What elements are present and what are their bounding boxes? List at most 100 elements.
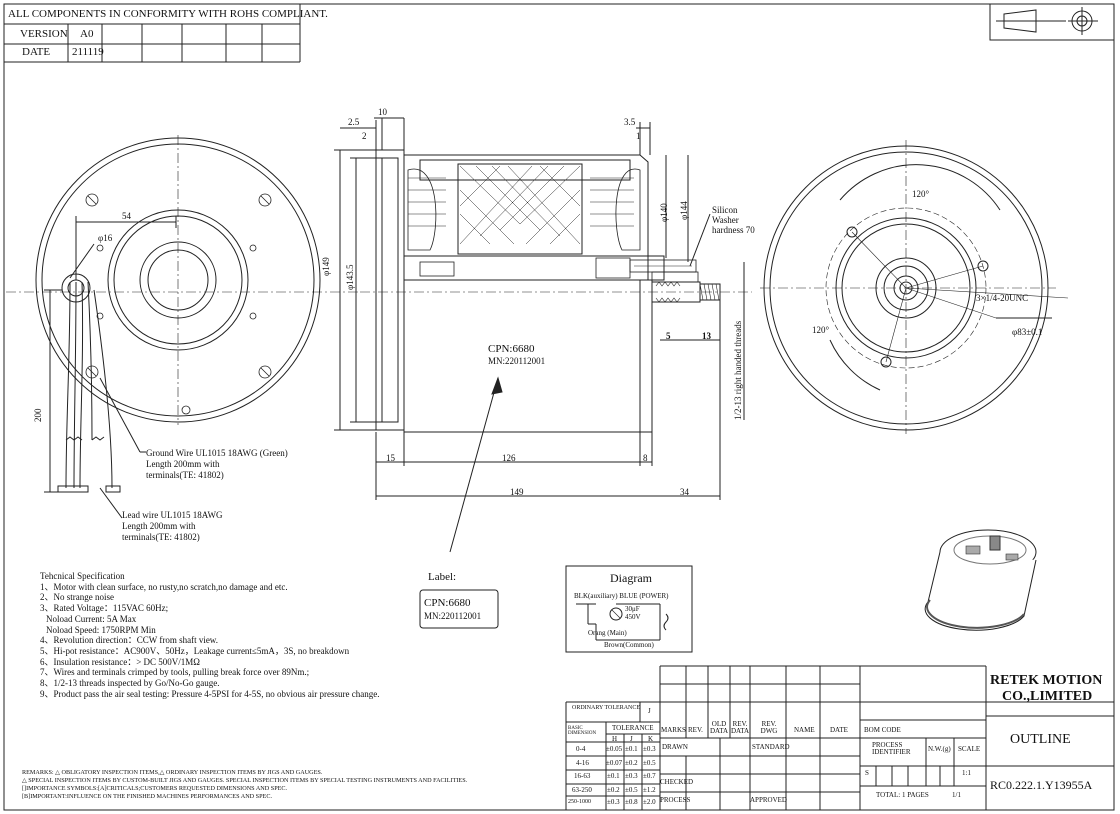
tb-rev-dwg: REV. DWG (760, 720, 778, 735)
label-box (419, 589, 499, 629)
dim-5: 5 (666, 331, 671, 341)
ground-wire-line1: Ground Wire UL1015 18AWG (Green) (146, 448, 288, 458)
dim-149: 149 (510, 487, 524, 497)
diagram-cap: 30μF (625, 605, 640, 613)
sheet-border (3, 3, 1115, 811)
tol-row-h: ±0.2 (607, 786, 620, 794)
tol-j: J (630, 735, 633, 743)
angle-left: 120° (812, 325, 830, 335)
spec-line: 9、Product pass the air seal testing: Pre… (40, 688, 380, 699)
dim-15: 15 (386, 453, 395, 463)
dim-10: 10 (378, 107, 387, 117)
dim-2-5: 2.5 (348, 117, 360, 127)
part-number: RC0.222.1.Y13955A (990, 778, 1093, 792)
tol-row-h: ±0.3 (607, 798, 620, 806)
tol-row-h: ±0.07 (606, 759, 623, 767)
tb-scale-label: SCALE (958, 745, 981, 753)
version-label: VERSION (20, 28, 68, 40)
tol-k: K (648, 735, 654, 743)
dim-1: 1 (636, 131, 641, 141)
dim-phi144: φ144 (679, 201, 689, 220)
spec-line: 7、Wires and terminals crimped by tools, … (40, 667, 310, 678)
remarks-line: △ SPECIAL INSPECTION ITEMS BY CUSTOM-BUI… (22, 777, 468, 784)
tb-standard: STANDARD (752, 743, 790, 751)
tb-page: 1/1 (952, 791, 961, 799)
tol-row-h: ±0.1 (607, 772, 620, 780)
lead-wire-line2: Length 200mm with (122, 521, 196, 531)
tol-row-k: ±0.5 (643, 759, 656, 767)
tb-bom-code: BOM CODE (864, 726, 901, 734)
dim-3-5: 3.5 (624, 117, 636, 127)
company-name-line1: RETEK MOTION (990, 673, 1103, 688)
dim-phi149: φ149 (321, 257, 331, 276)
tol-row-j: ±0.8 (625, 798, 638, 806)
thread-note: 1/2-13 right handed threads (733, 320, 743, 420)
tol-row-j: ±0.5 (625, 786, 638, 794)
basic-dimension: BASIC DIMENSION (568, 726, 597, 736)
left-end-view (6, 135, 360, 519)
tb-process: PROCESS (660, 796, 691, 804)
wiring-diagram (565, 565, 693, 653)
dim-phi140: φ140 (659, 203, 669, 222)
diagram-title: Diagram (610, 571, 652, 585)
spec-line: 1、Motor with clean surface, no rusty,no … (40, 581, 288, 592)
remarks-line: REMARKS: △ OBLIGATORY INSPECTION ITEMS,△… (22, 769, 323, 776)
title-block (565, 665, 1114, 810)
company-name-line2: CO.,LIMITED (1002, 689, 1093, 704)
cpn-on-body: CPN:6680 (488, 343, 535, 355)
dim-13: 13 (702, 331, 711, 341)
version-value: A0 (80, 28, 94, 40)
dim-phi143-5: φ143.5 (345, 264, 355, 290)
ground-wire-line3: terminals(TE: 41802) (146, 470, 224, 480)
side-section-view (334, 117, 752, 553)
tol-row-j: ±0.2 (625, 759, 638, 767)
tb-rev: REV. (688, 726, 703, 734)
silicon-line3: hardness 70 (712, 225, 755, 235)
spec-line: 6、Insulation resistance：> DC 500V/1MΩ (40, 656, 200, 667)
spec-line: 2、No strange noise (40, 592, 114, 603)
label-title: Label: (428, 571, 457, 583)
diagram-brown: Brown(Common) (604, 641, 654, 649)
lead-wire-line3: terminals(TE: 41802) (122, 532, 200, 542)
tb-marks: MARKS (661, 726, 686, 734)
spec-line: 8、1/2-13 threads inspected by Go/No-Go g… (40, 678, 220, 689)
date-value: 211119 (72, 46, 104, 58)
tol-row-j: ±0.1 (625, 745, 638, 753)
tb-drawn: DRAWN (662, 743, 688, 751)
diagram-orange: Orang (Main) (588, 629, 627, 637)
tb-old-data: OLD DATA (709, 720, 729, 735)
spec-line: Noload Speed: 1750RPM Min (46, 624, 156, 635)
tb-process-identifier: PROCESS IDENTIFIER (872, 741, 911, 756)
dim-phi16: φ16 (98, 233, 113, 243)
tol-row-range: 0-4 (576, 745, 586, 753)
tol-row-range: 16-63 (574, 772, 591, 780)
tol-row-range: 4-16 (576, 759, 589, 767)
label-cpn: CPN:6680 (424, 597, 471, 609)
tol-row-k: ±2.0 (643, 798, 656, 806)
dim-54: 54 (122, 211, 131, 221)
mn-on-body: MN:220112001 (488, 356, 546, 366)
tb-approved: APPROVED (750, 796, 787, 804)
rohs-title: ALL COMPONENTS IN CONFORMITY WITH ROHS C… (8, 8, 328, 20)
tol-row-k: ±0.7 (643, 772, 656, 780)
drawing-title: OUTLINE (1010, 732, 1071, 747)
remarks-line: []IMPORTANCE SYMBOLS:[A]CRITICALS;CUSTOM… (22, 785, 288, 792)
tb-s: S (865, 769, 869, 777)
tb-date: DATE (830, 726, 848, 734)
tol-row-k: ±1.2 (643, 786, 656, 794)
ground-wire-line2: Length 200mm with (146, 459, 220, 469)
spec-line: 4、Revolution direction：CCW from shaft vi… (40, 635, 218, 646)
dim-2: 2 (362, 131, 367, 141)
header-table (3, 3, 301, 63)
dim-126: 126 (502, 453, 516, 463)
angle-top: 120° (912, 189, 930, 199)
projection-symbol-icon (989, 3, 1115, 41)
date-label: DATE (22, 46, 51, 58)
spec-title: Tehcnical Specification (40, 571, 125, 581)
dim-34: 34 (680, 487, 689, 497)
spec-line: 3、Rated Voltage：115VAC 60Hz; (40, 603, 169, 614)
unc-holes: 3×1/4-20UNC (976, 293, 1029, 303)
lead-wire-line1: Lead wire UL1015 18AWG (122, 510, 223, 520)
spec-line: Noload Current: 5A Max (46, 613, 137, 624)
